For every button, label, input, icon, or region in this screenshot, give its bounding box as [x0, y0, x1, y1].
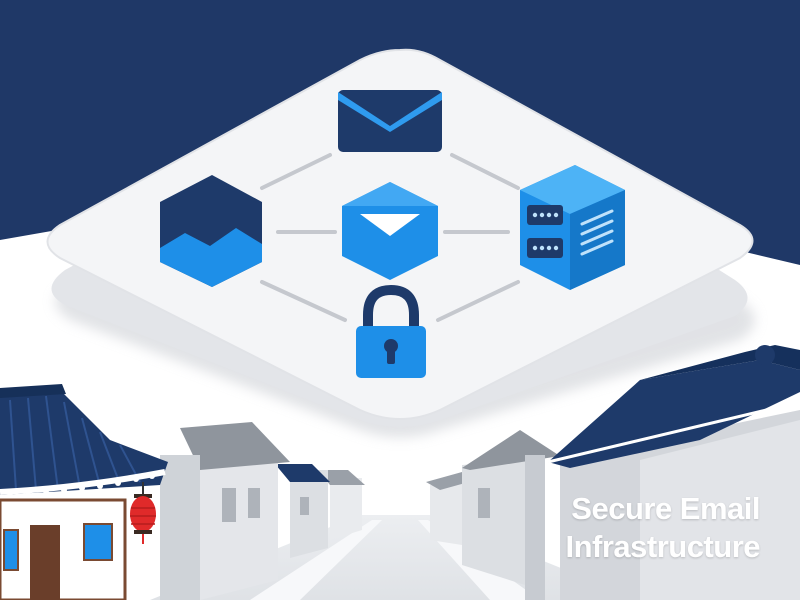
- envelope-icon: [338, 90, 442, 152]
- caption-line-2: Infrastructure: [565, 529, 760, 564]
- padlock-icon: [356, 284, 426, 378]
- right-houses: [426, 430, 560, 600]
- lantern-icon: [130, 482, 156, 544]
- envelope-cube-icon: [342, 182, 438, 280]
- right-hanok: [547, 345, 800, 600]
- left-houses: [160, 422, 365, 600]
- caption-line-1: Secure Email: [571, 491, 760, 526]
- street-line-left: [250, 520, 382, 600]
- mountain-cube-icon: [160, 175, 262, 287]
- server-icon: [520, 165, 625, 290]
- left-hanok: [0, 384, 168, 600]
- connector-lines: [260, 153, 520, 322]
- caption-title: Secure Email Infrastructure: [500, 490, 760, 566]
